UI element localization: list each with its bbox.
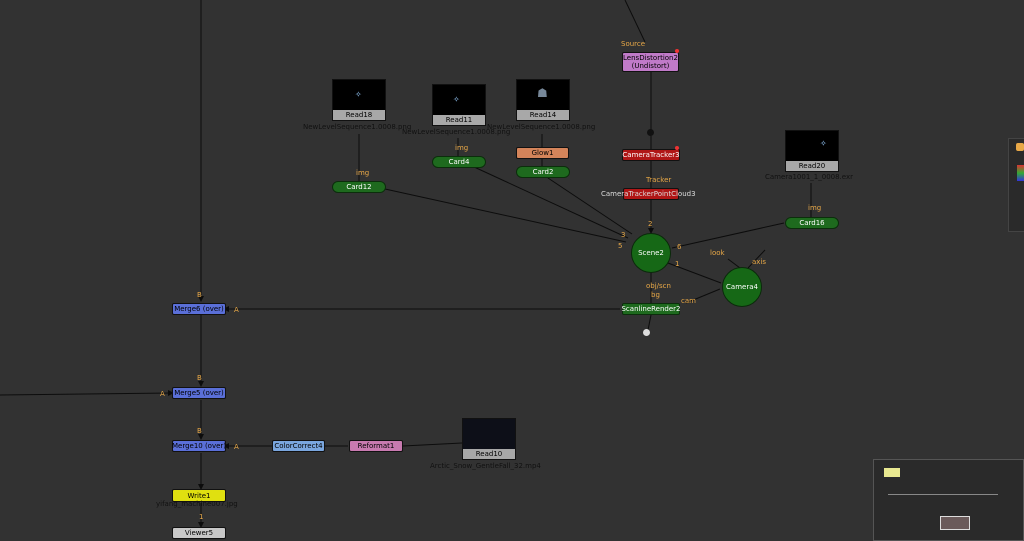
read18-file: NewLevelSequence1.0008.png	[303, 123, 412, 131]
port-label-1: 1	[675, 260, 680, 268]
card16-node[interactable]: Card16	[785, 217, 839, 229]
read11-file: NewLevelSequence1.0008.png	[402, 128, 511, 136]
card4-node[interactable]: Card4	[432, 156, 486, 168]
read14-file: NewLevelSequence1.0008.png	[487, 123, 596, 131]
node-error-dot	[675, 146, 679, 150]
read10-file: Arctic_Snow_GentleFall_32.mp4	[430, 462, 541, 470]
viewer-dot[interactable]	[643, 329, 650, 336]
read11-label: Read11	[445, 116, 473, 124]
write1-file: yifang_machine007.jpg	[156, 500, 238, 508]
port-label-5: 5	[618, 242, 623, 250]
minimap-edges	[888, 494, 998, 495]
write1-node[interactable]: Write1	[172, 489, 226, 502]
read18-thumbnail: ✧	[333, 80, 385, 110]
scanline-cam-label: cam	[681, 297, 696, 305]
camera4-node[interactable]: Camera4	[722, 267, 762, 307]
pointcloud-node-box[interactable]	[623, 188, 679, 200]
card16-input-label: img	[808, 204, 822, 212]
port-label-2: 2	[648, 220, 653, 228]
color-swatch-icon	[1017, 165, 1024, 181]
colorcorrect4-node[interactable]: ColorCorrect4	[272, 440, 325, 452]
scanline-bg-label: bg	[651, 291, 660, 299]
read11-node[interactable]: ✧ Read11	[432, 84, 486, 126]
merge6-b-label: B	[197, 291, 202, 299]
camera4-look-label: look	[710, 249, 725, 257]
port-label-6: 6	[677, 243, 682, 251]
read20-label: Read20	[798, 162, 826, 170]
dot-node[interactable]	[647, 129, 654, 136]
lensdistortion-input-label: Source	[621, 40, 646, 48]
cameratracker-node[interactable]: CameraTracker3	[622, 149, 680, 161]
minimap-viewport[interactable]	[940, 516, 970, 530]
merge5-b-label: B	[197, 374, 202, 382]
read18-node[interactable]: ✧ Read18	[332, 79, 386, 121]
read20-thumbnail: ✧	[786, 131, 838, 161]
read20-node[interactable]: ✧ Read20	[785, 130, 839, 172]
port-label-3: 3	[621, 231, 626, 239]
reformat1-node[interactable]: Reformat1	[349, 440, 403, 452]
merge10-a-label: A	[234, 443, 239, 451]
lensdistortion-node[interactable]: LensDistortion2 (Undistort)	[622, 52, 679, 72]
card4-input-label: img	[455, 144, 469, 152]
merge10-node[interactable]: Merge10 (over)	[171, 440, 227, 452]
card12-node[interactable]: Card12	[332, 181, 386, 193]
panel-badge-icon	[1016, 143, 1024, 151]
read14-label: Read14	[529, 111, 557, 119]
merge6-a-label: A	[234, 306, 239, 314]
merge5-a-label: A	[160, 390, 165, 398]
camera4-axis-label: axis	[752, 258, 767, 266]
node-graph-minimap[interactable]	[873, 459, 1024, 541]
merge6-node[interactable]: Merge6 (over)	[172, 303, 226, 315]
read14-thumbnail: ☗	[517, 80, 569, 110]
merge10-b-label: B	[197, 427, 202, 435]
read10-label: Read10	[475, 450, 503, 458]
read14-node[interactable]: ☗ Read14	[516, 79, 570, 121]
pointcloud-input-label: Tracker	[646, 176, 672, 184]
card12-input-label: img	[356, 169, 370, 177]
properties-panel-edge[interactable]	[1008, 138, 1024, 232]
merge5-node[interactable]: Merge5 (over)	[172, 387, 226, 399]
read20-file: Camera1001_1_0008.exr	[765, 173, 853, 181]
read11-thumbnail: ✧	[433, 85, 485, 115]
viewer5-node[interactable]: Viewer5	[172, 527, 226, 539]
read10-thumbnail	[463, 419, 515, 449]
glow1-node[interactable]: Glow1	[516, 147, 569, 159]
scanline-obj-label: obj/scn	[646, 282, 671, 290]
scene2-node[interactable]: Scene2	[631, 233, 671, 273]
pointcloud-node-label: CameraTrackerPointCloud3	[601, 190, 696, 198]
read10-node[interactable]: Read10	[462, 418, 516, 460]
minimap-node	[884, 468, 900, 477]
scanline-node[interactable]: ScanlineRender2	[621, 303, 681, 315]
node-error-dot	[675, 49, 679, 53]
read18-label: Read18	[345, 111, 373, 119]
viewer-port-label: 1	[199, 513, 204, 521]
card2-node[interactable]: Card2	[516, 166, 570, 178]
